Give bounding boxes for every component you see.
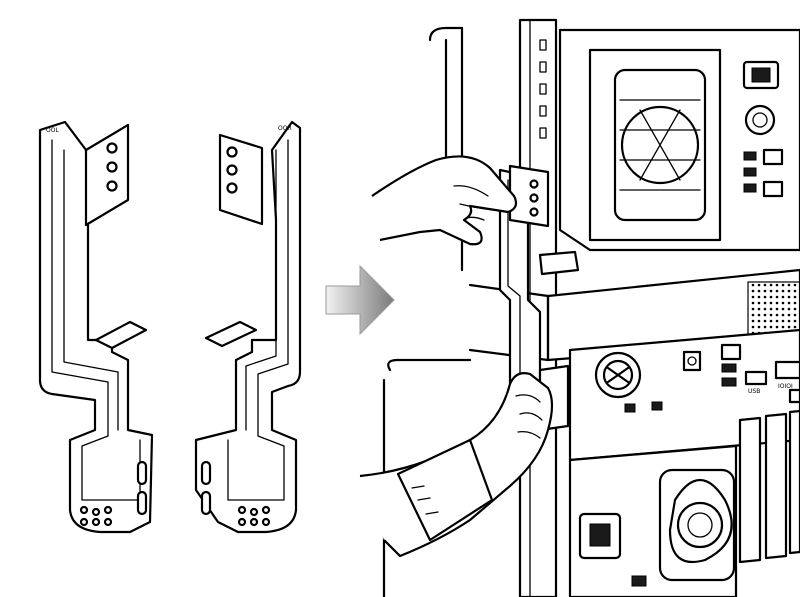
usb-port-label: USB bbox=[748, 388, 760, 395]
upper-hand bbox=[371, 155, 518, 246]
serial-port-label: IOIOI bbox=[778, 383, 793, 390]
left-bracket-stamp: OOL bbox=[46, 127, 59, 134]
right-bracket: OOR bbox=[194, 120, 302, 534]
left-bracket: OOL bbox=[38, 120, 154, 534]
lower-fan bbox=[658, 468, 736, 582]
right-bracket-stamp: OOR bbox=[278, 125, 292, 132]
direction-arrow bbox=[325, 264, 395, 336]
installed-bracket bbox=[498, 164, 580, 432]
rack-post-holes bbox=[539, 39, 547, 139]
lower-hand bbox=[359, 372, 554, 558]
psu-fan-grille bbox=[613, 68, 707, 222]
rear-io-panel: USB IOIOI bbox=[594, 343, 800, 413]
server-chassis: USB IOIOI bbox=[382, 18, 800, 597]
small-fan bbox=[744, 104, 776, 136]
